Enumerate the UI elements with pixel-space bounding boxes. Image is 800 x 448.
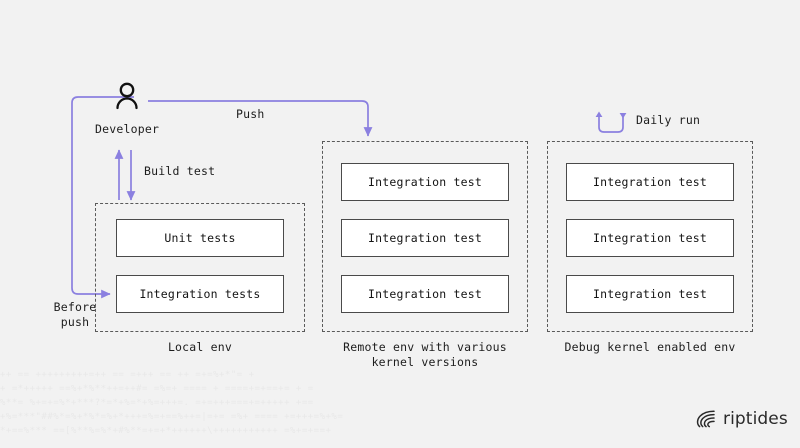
- developer-label: Developer: [95, 122, 160, 136]
- env-container-remote: [322, 141, 528, 332]
- test-box-remote-integration-3[interactable]: Integration test: [341, 275, 509, 313]
- build-test-label: Build test: [144, 164, 216, 178]
- before-push-label-line2: push: [60, 315, 90, 329]
- test-box-remote-integration-1[interactable]: Integration test: [341, 163, 509, 201]
- before-push-label-line1: Before: [53, 300, 97, 314]
- env-container-debug: [547, 141, 753, 332]
- env-label-remote-line1: Remote env with various: [343, 340, 507, 354]
- riptides-wordmark: riptides: [723, 409, 788, 429]
- watermark-line: %**= %+=+=%*+***?*=*+%=*+%=+++=. =+=+++=…: [0, 398, 314, 408]
- loop-arrow-icon: [595, 111, 627, 133]
- watermark-line: +%=***"##%*=%+*%*=%+*+++=%=+==%++=|=+= =…: [0, 412, 344, 422]
- env-label-debug: Debug kernel enabled env: [564, 340, 736, 354]
- riptides-logo: riptides: [694, 408, 788, 430]
- test-box-remote-integration-2[interactable]: Integration test: [341, 219, 509, 257]
- test-box-debug-integration-1[interactable]: Integration test: [566, 163, 734, 201]
- background-watermark: ++ == +++++++++=++ == =+++ == ++ =+=%+*"…: [0, 368, 800, 448]
- watermark-line: *+==%*** ==[%**%=%*+#%**=+=+*++++++\++++…: [0, 426, 332, 436]
- watermark-line: ++ == +++++++++=++ == =+++ == ++ =+=%+*"…: [0, 370, 255, 380]
- push-label: Push: [236, 107, 265, 121]
- watermark-line: + =*+++++ ==%+*%**++=++#= =%=+ ==== + ==…: [0, 384, 314, 394]
- env-label-remote-line2: kernel versions: [371, 355, 479, 369]
- test-box-unit-tests[interactable]: Unit tests: [116, 219, 284, 257]
- person-icon: [116, 82, 138, 110]
- test-box-debug-integration-2[interactable]: Integration test: [566, 219, 734, 257]
- daily-run-label: Daily run: [636, 113, 701, 127]
- riptides-spiral-icon: [696, 410, 715, 428]
- env-container-local: [95, 203, 305, 332]
- test-box-debug-integration-3[interactable]: Integration test: [566, 275, 734, 313]
- env-label-local: Local env: [167, 340, 233, 354]
- test-box-integration-tests[interactable]: Integration tests: [116, 275, 284, 313]
